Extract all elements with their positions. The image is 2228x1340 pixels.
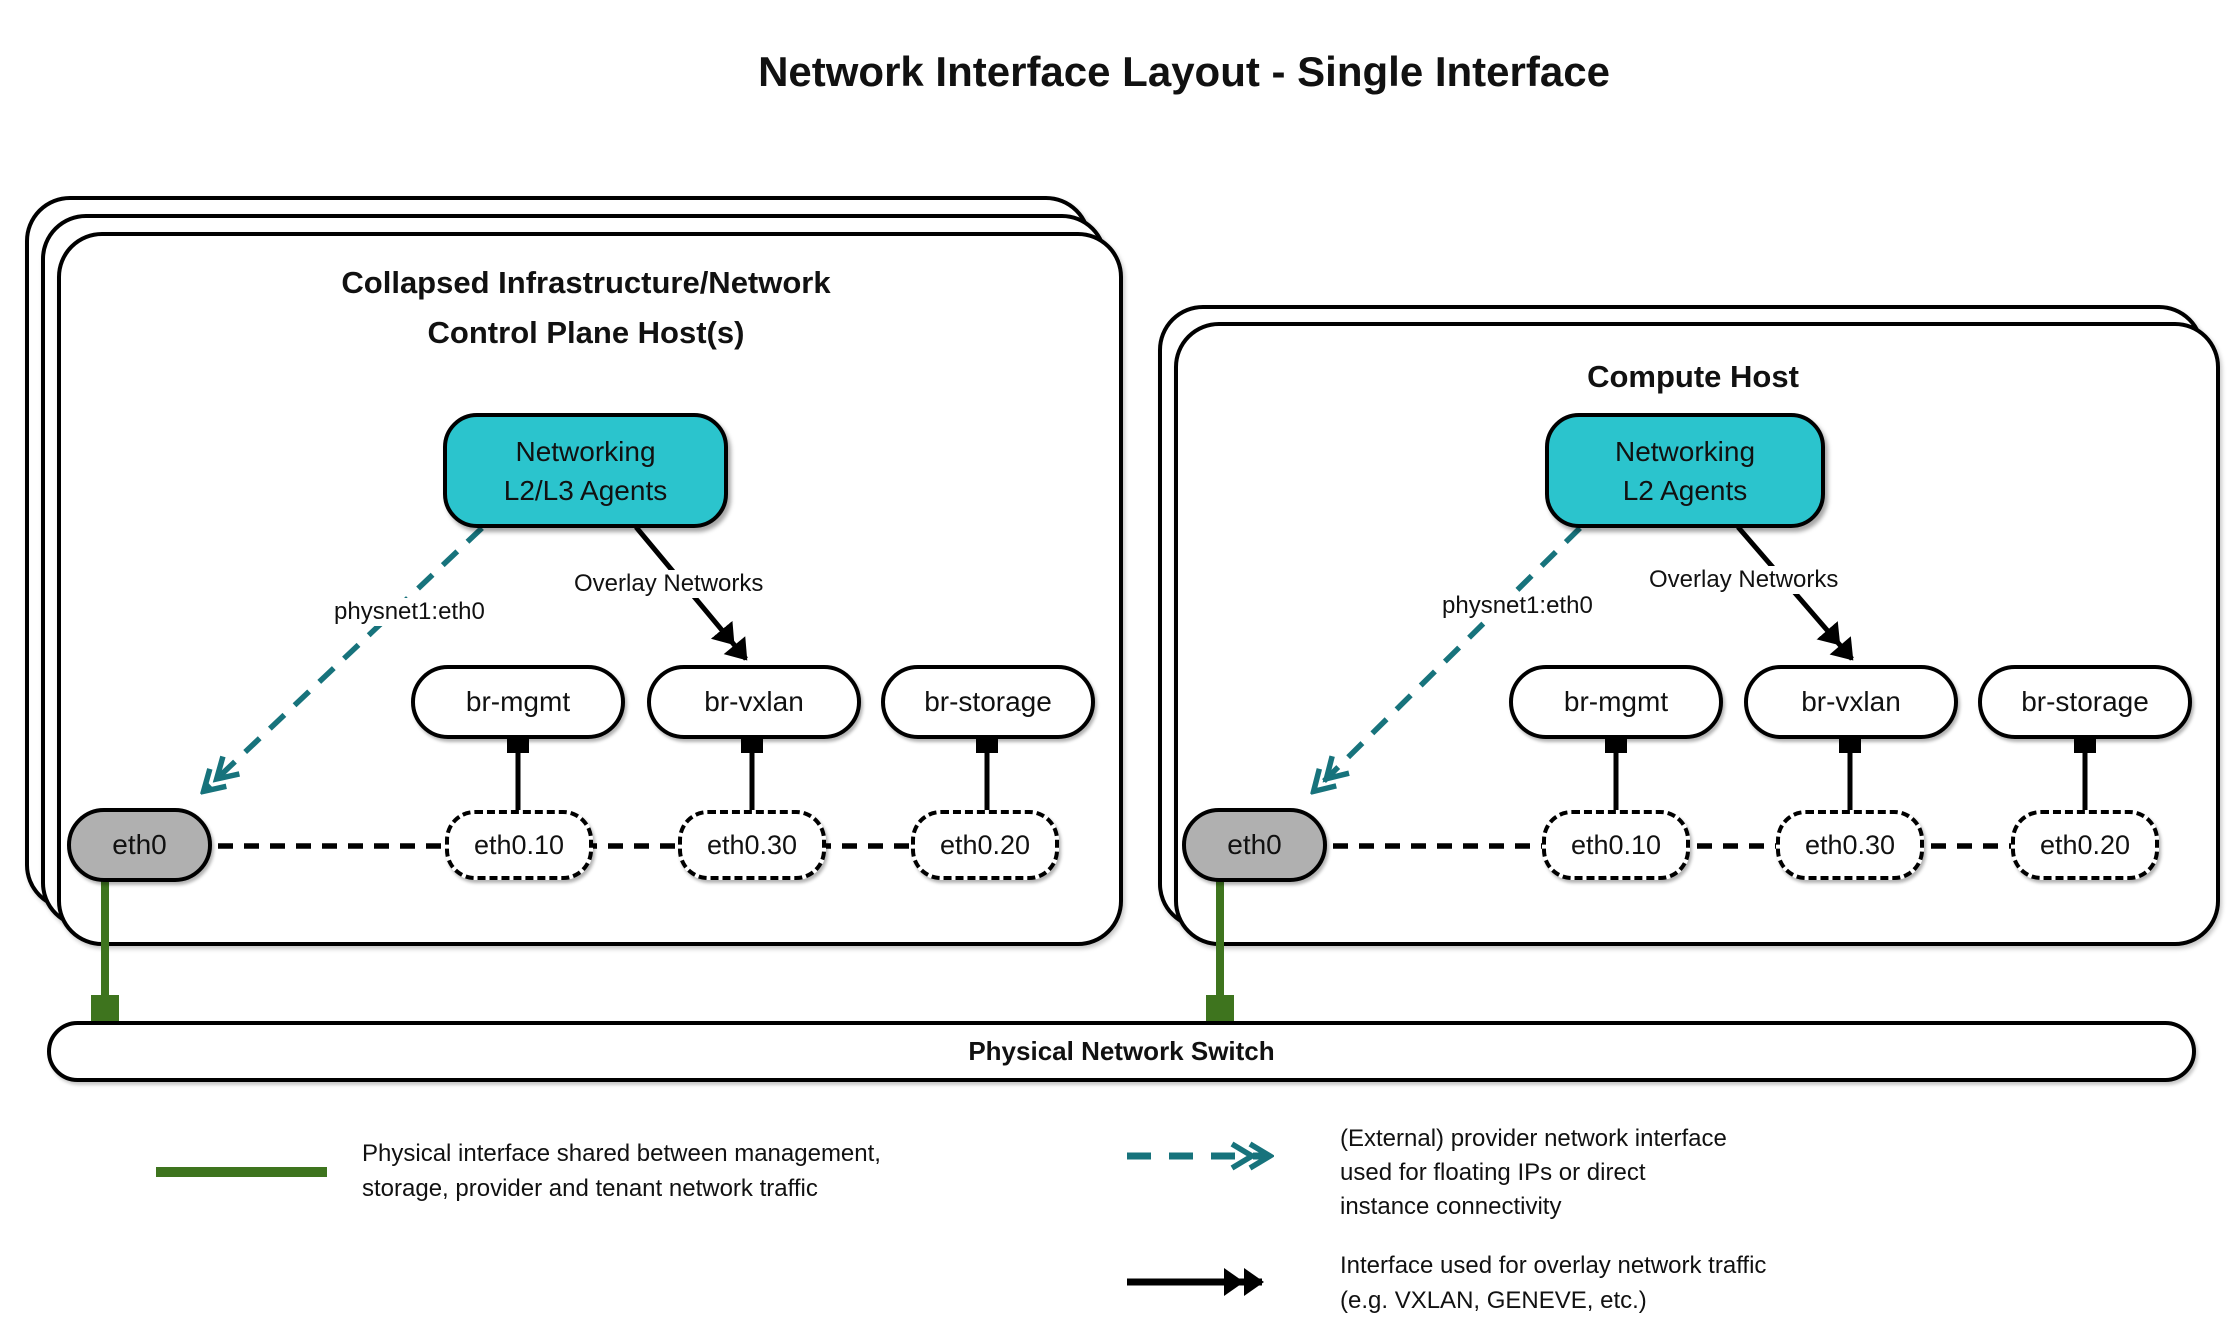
agent-label-line1: Networking — [515, 435, 656, 467]
legend-line: used for floating IPs or direct — [1340, 1159, 1646, 1186]
control-host-title: Collapsed Infrastructure/Network Control… — [57, 258, 1115, 358]
legend-line: instance connectivity — [1340, 1193, 1562, 1220]
agent-label-line2: L2 Agents — [1622, 474, 1748, 506]
agent-label-line1: Networking — [1614, 435, 1756, 467]
provider-network-arrow — [205, 526, 484, 790]
networking-agents-box: Networking L2 Agents — [1545, 413, 1825, 528]
physnet-edge-label: physnet1:eth0 — [330, 598, 489, 626]
bridge-node-br-storage: br-storage — [881, 665, 1095, 739]
legend-line: Physical interface shared between manage… — [362, 1140, 881, 1167]
compute-host-title-line1: Compute Host — [1587, 359, 1799, 394]
overlay-edge-label: Overlay Networks — [570, 570, 768, 598]
legend-line: storage, provider and tenant network tra… — [362, 1175, 818, 1202]
vlan-node-eth0-20: eth0.20 — [911, 810, 1059, 880]
compute-host-title: Compute Host — [1174, 352, 2212, 402]
physnet-edge-label: physnet1:eth0 — [1438, 592, 1597, 620]
bridge-node-br-mgmt: br-mgmt — [1509, 665, 1723, 739]
uplink-connector-square — [91, 995, 119, 1022]
legend-line: (External) provider network interface — [1340, 1125, 1727, 1152]
uplink-connector-square — [1206, 995, 1234, 1022]
control-host-title-line1: Collapsed Infrastructure/Network — [341, 265, 831, 300]
phys-interface-node-eth0: eth0 — [1182, 808, 1327, 882]
vlan-node-eth0-30: eth0.30 — [1776, 810, 1924, 880]
legend-line: Interface used for overlay network traff… — [1340, 1252, 1767, 1279]
physical-network-switch: Physical Network Switch — [47, 1021, 2196, 1082]
bridge-node-br-mgmt: br-mgmt — [411, 665, 625, 739]
legend-line: (e.g. VXLAN, GENEVE, etc.) — [1340, 1287, 1647, 1314]
phys-interface-node-eth0: eth0 — [67, 808, 212, 882]
overlay-edge-label: Overlay Networks — [1645, 566, 1843, 594]
agent-label-line2: L2/L3 Agents — [503, 474, 668, 506]
vlan-node-eth0-30: eth0.30 — [678, 810, 826, 880]
bridge-node-br-vxlan: br-vxlan — [1744, 665, 1958, 739]
legend-provider-text: (External) provider network interface us… — [1340, 1122, 1727, 1224]
diagram-title: Network Interface Layout - Single Interf… — [758, 48, 1610, 95]
vlan-node-eth0-10: eth0.10 — [445, 810, 593, 880]
control-host-title-line2: Control Plane Host(s) — [427, 315, 745, 350]
vlan-node-eth0-10: eth0.10 — [1542, 810, 1690, 880]
legend-overlay-text: Interface used for overlay network traff… — [1340, 1248, 1766, 1318]
networking-agents-box: Networking L2/L3 Agents — [443, 413, 728, 528]
provider-network-arrow — [1315, 526, 1582, 790]
bridge-node-br-vxlan: br-vxlan — [647, 665, 861, 739]
legend-physical-text: Physical interface shared between manage… — [362, 1136, 881, 1206]
bridge-node-br-storage: br-storage — [1978, 665, 2192, 739]
switch-label: Physical Network Switch — [968, 1036, 1275, 1066]
vlan-node-eth0-20: eth0.20 — [2011, 810, 2159, 880]
